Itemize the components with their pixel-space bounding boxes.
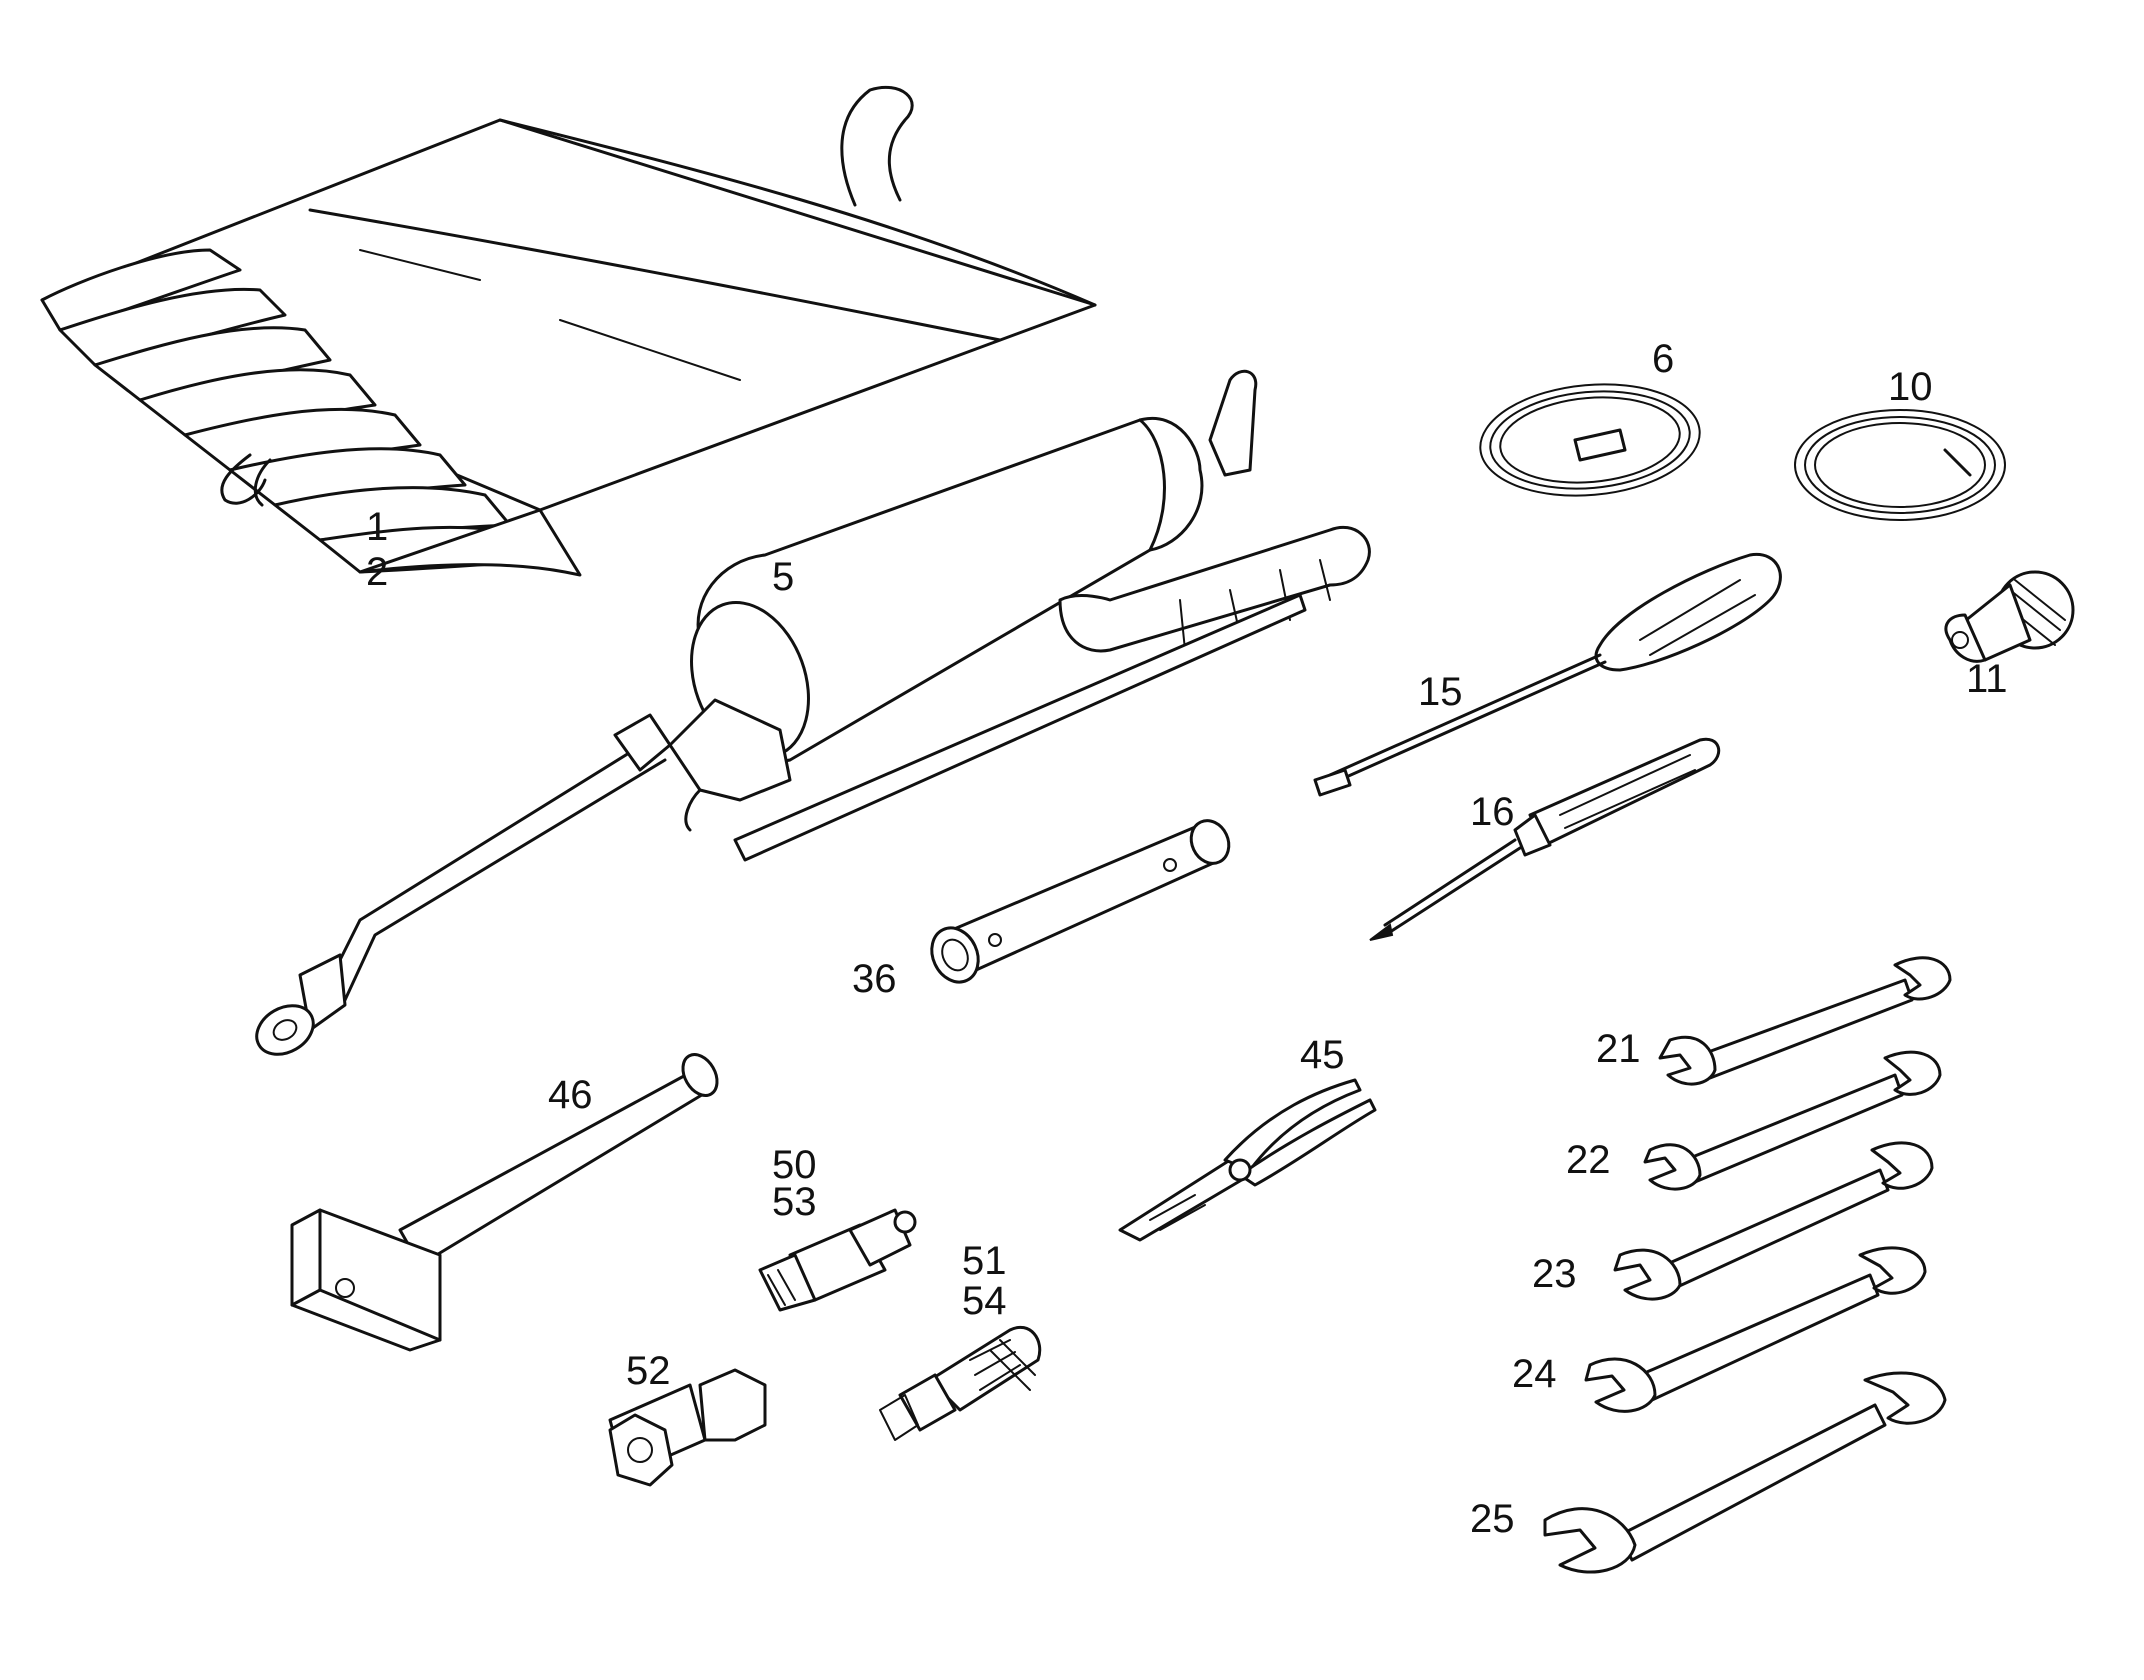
tube-coil [1794,409,2006,521]
label-21: 21 [1596,1027,1641,1071]
adapter-50-53 [758,1208,917,1312]
label-46: 46 [548,1073,593,1117]
hammer [290,1053,719,1352]
label-24: 24 [1512,1352,1557,1396]
pliers [1118,1078,1377,1242]
wrench-25 [1543,1371,1947,1574]
label-2: 2 [366,550,388,594]
label-1: 1 [366,505,388,549]
wrench-23 [1613,1141,1934,1301]
wrench-24 [1584,1246,1927,1413]
socket-tube-wrench [930,819,1231,984]
label-54: 54 [962,1279,1007,1323]
label-36: 36 [852,957,897,1001]
label-23: 23 [1532,1252,1577,1296]
label-5: 5 [772,555,794,599]
label-45: 45 [1300,1033,1345,1077]
label-11: 11 [1966,657,2008,701]
label-15: 15 [1418,670,1463,714]
label-22: 22 [1566,1138,1611,1182]
wrench-21 [1658,956,1952,1086]
bolt-and-nut [608,1368,767,1487]
flat-screwdriver [1313,553,1782,797]
label-50: 50 [772,1143,817,1187]
grease-gun [255,369,1371,1056]
cross-screwdriver [1369,737,1721,941]
wrench-22 [1643,1050,1942,1191]
label-10: 10 [1888,365,1933,409]
roll-pockets [40,248,582,577]
grease-nipple [1944,570,2075,663]
label-51: 51 [962,1239,1007,1283]
tool-roll-bag [40,85,1097,577]
hose-coil [1479,383,1701,497]
label-25: 25 [1470,1497,1515,1541]
label-53: 53 [772,1180,817,1224]
label-6: 6 [1652,337,1674,381]
label-16: 16 [1470,790,1515,834]
coupler-51-54 [879,1325,1042,1441]
label-52: 52 [626,1349,671,1393]
